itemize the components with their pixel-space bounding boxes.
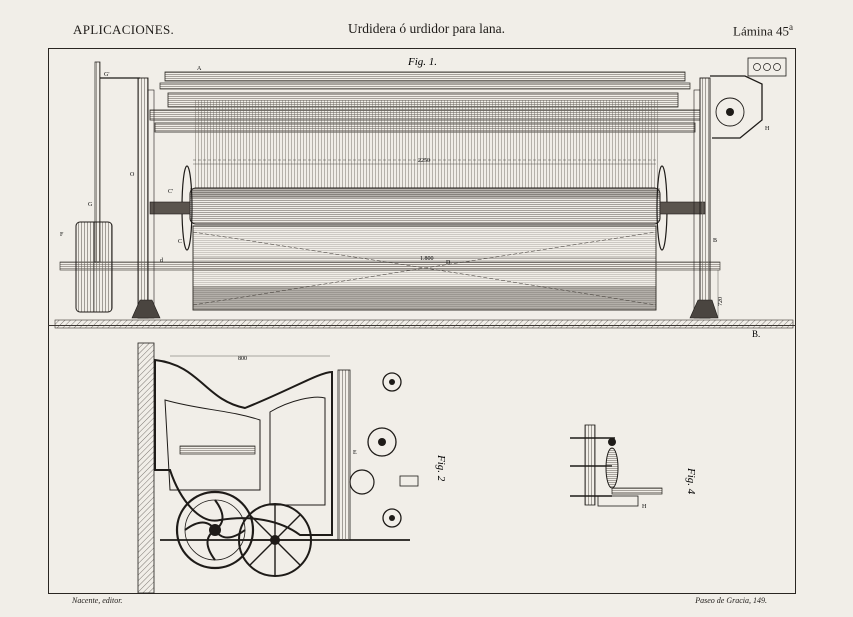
fig1-warping-machine bbox=[54, 57, 794, 329]
letter-c-prime: C' bbox=[168, 189, 173, 195]
letter-b: B bbox=[713, 238, 717, 244]
letter-g: G bbox=[88, 202, 93, 208]
fig2-letter-e: E bbox=[353, 450, 357, 456]
plate-label: Lámina bbox=[733, 23, 773, 39]
plate-number: Lámina 45a bbox=[733, 22, 793, 39]
fig2-side-elevation bbox=[137, 342, 419, 594]
plate-title: Urdidera ó urdidor para lana. bbox=[347, 21, 506, 36]
floor-base bbox=[54, 319, 794, 329]
plate-number-value: 45 bbox=[776, 23, 789, 39]
fig2-label: Fig. 2 bbox=[435, 454, 447, 482]
letter-h: H bbox=[765, 126, 770, 132]
letter-d: D bbox=[446, 260, 451, 266]
right-frame bbox=[699, 77, 711, 319]
top-roller-2 bbox=[159, 82, 691, 90]
dimension-height: 720 bbox=[718, 297, 724, 306]
brake-wheel bbox=[715, 97, 745, 127]
fig4-letter-h: H bbox=[642, 504, 647, 510]
counter-box bbox=[747, 57, 787, 77]
letter-g-prime: G' bbox=[104, 72, 109, 78]
fig4-detail bbox=[570, 424, 663, 507]
letter-a: A bbox=[197, 66, 202, 72]
fig2-dimension: 800 bbox=[238, 356, 247, 362]
fig4-label: Fig. 4 bbox=[685, 467, 697, 495]
section-heading: APLICACIONES. bbox=[73, 22, 175, 37]
warp-threads bbox=[193, 100, 658, 188]
dimension-top: 2250 bbox=[418, 158, 430, 164]
letter-c: C bbox=[178, 239, 182, 245]
large-gear bbox=[175, 490, 255, 570]
drawing-frame bbox=[48, 48, 796, 594]
top-roller bbox=[164, 71, 686, 82]
fig1-label: Fig. 1. bbox=[407, 56, 437, 68]
wall-section bbox=[137, 342, 155, 594]
engraver-signature: B. bbox=[752, 329, 760, 339]
side-frame bbox=[154, 358, 333, 536]
main-shaft bbox=[59, 261, 721, 271]
letter-d-lower: d bbox=[160, 258, 163, 264]
plate-number-suffix: a bbox=[789, 22, 793, 32]
letter-f: F bbox=[60, 232, 64, 238]
publisher-credit: Nacente, editor. bbox=[72, 596, 123, 605]
dimension-drum: 1.800 bbox=[420, 256, 434, 262]
left-frame bbox=[137, 77, 149, 319]
letter-o: O bbox=[130, 172, 135, 178]
publisher-address: Paseo de Gracia, 149. bbox=[695, 596, 767, 605]
